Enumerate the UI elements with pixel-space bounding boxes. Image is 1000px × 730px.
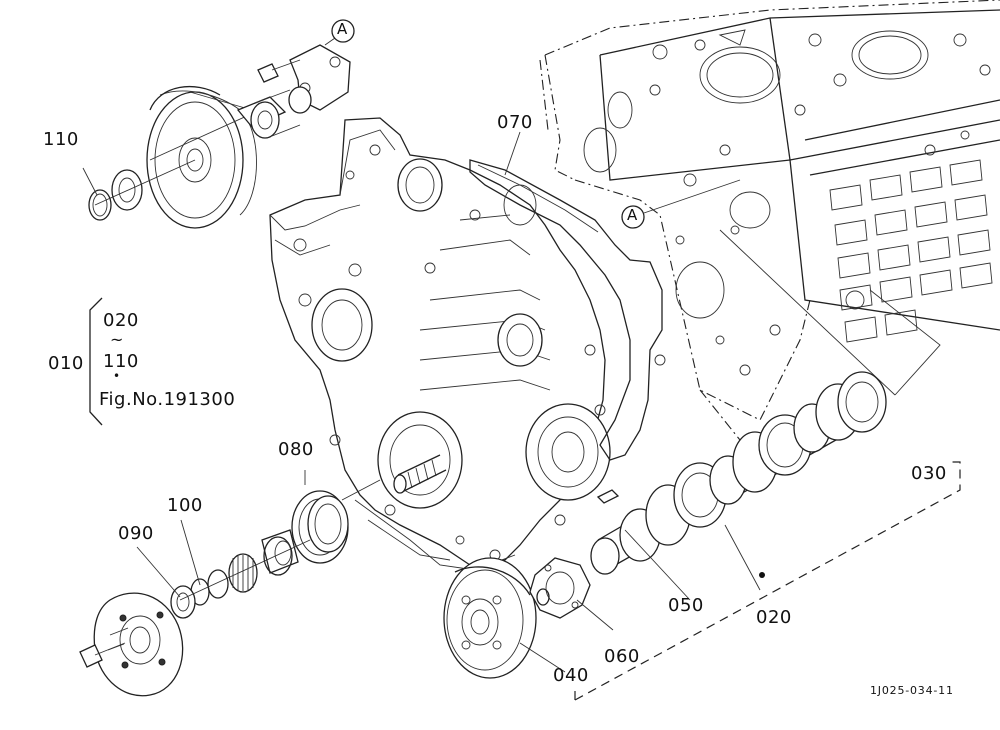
group-dashed-bracket [574, 461, 961, 701]
cam-gear-040 [443, 557, 537, 679]
group-range-dot: • [113, 369, 121, 383]
leader-090 [136, 546, 181, 598]
marker-A-label-mid: A [627, 206, 638, 224]
engine-block [539, 0, 1000, 441]
gasket-hole [503, 184, 537, 226]
part-label-080: 080 [278, 439, 314, 460]
gear-case [269, 117, 611, 571]
thrust-plate-060 [529, 557, 591, 619]
part-label-030: 030 [911, 463, 947, 484]
leader-040 [519, 642, 566, 673]
part-label-020: 020 [756, 607, 792, 628]
idle-gear-assembly [88, 37, 351, 229]
part-label-110: 110 [43, 129, 79, 150]
leader-070 [504, 131, 521, 176]
part-label-060: 060 [604, 646, 640, 667]
marker-A-mid [621, 179, 741, 229]
leader-110 [82, 167, 98, 196]
figure-reference: Fig.No.191300 [99, 389, 236, 410]
camshaft-020 [590, 371, 887, 575]
part-label-100: 100 [167, 495, 203, 516]
oil-seal-080 [291, 470, 381, 564]
drawing-id: 1J025-034-11 [870, 684, 954, 697]
gasket-070 [469, 159, 663, 461]
group-range-start: 020 [103, 310, 139, 331]
part-label-010: 010 [48, 353, 84, 374]
part-label-090: 090 [118, 523, 154, 544]
group-range-end: 110 [103, 351, 139, 372]
part-label-040: 040 [553, 665, 589, 686]
leader-100 [180, 519, 201, 586]
leader-020 [724, 524, 761, 591]
cover-plate [79, 592, 184, 697]
part-label-070: 070 [497, 112, 533, 133]
leader-050 [624, 529, 691, 601]
bearing-set [170, 529, 311, 619]
leader-030 [719, 229, 896, 396]
group-bracket-010 [89, 297, 103, 426]
marker-A-label-top: A [337, 20, 348, 38]
camshaft-dot [759, 572, 765, 578]
marker-A-top [331, 19, 355, 43]
leader-030-b [869, 289, 941, 396]
leader-060 [576, 599, 614, 631]
group-range-tilde: ~ [110, 330, 124, 349]
part-label-050: 050 [668, 595, 704, 616]
